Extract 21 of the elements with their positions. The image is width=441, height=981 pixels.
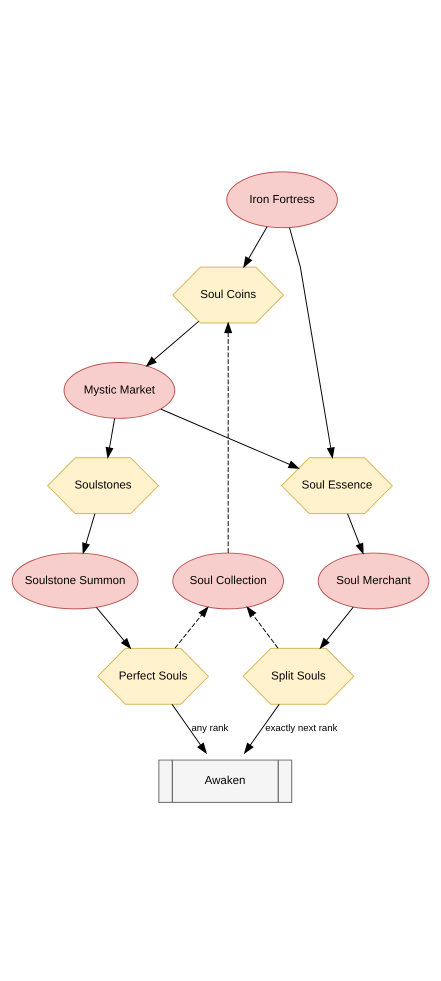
- arrow: [289, 227, 335, 460]
- arrow: [224, 322, 232, 554]
- node-ellipse: Soul Merchant: [318, 552, 430, 610]
- arrow: [319, 606, 354, 650]
- arrow: [244, 704, 280, 754]
- arrow: [160, 408, 300, 469]
- arrow: [172, 704, 208, 754]
- node-ellipse: Soul Collection: [172, 552, 284, 610]
- arrow: [243, 226, 268, 268]
- node-ellipse: Mystic Market: [64, 362, 176, 419]
- arrow: [146, 320, 200, 367]
- arrow: [82, 513, 96, 554]
- arrow: [96, 607, 132, 650]
- node-ellipse: Iron Fortress: [226, 171, 338, 228]
- edge-label: exactly next rank: [265, 723, 338, 734]
- edge-label: any rank: [191, 723, 228, 734]
- arrow: [246, 606, 278, 649]
- node-ellipse: Soulstone Summon: [12, 552, 139, 610]
- arrow: [106, 418, 116, 459]
- arrow: [174, 606, 209, 649]
- arrow: [347, 513, 364, 555]
